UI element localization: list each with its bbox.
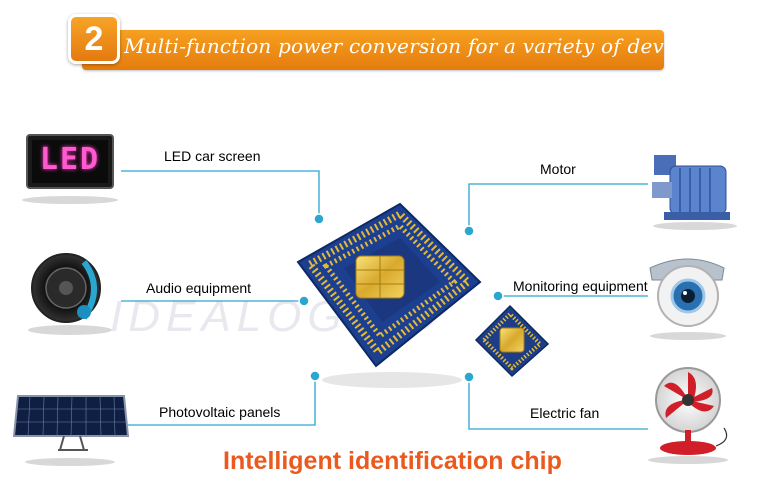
label-motor: Motor <box>540 161 576 177</box>
speaker-image <box>28 253 112 335</box>
led-screen-image <box>22 134 118 204</box>
connector-led <box>121 170 320 219</box>
motor-image <box>652 155 737 230</box>
header-title: Multi-function power conversion for a va… <box>124 34 705 58</box>
connector-motor <box>468 183 648 231</box>
camera-image <box>649 258 726 340</box>
led-display-text: LED <box>39 142 101 177</box>
fan-image <box>648 367 728 464</box>
label-audio-equipment: Audio equipment <box>146 280 252 296</box>
header-banner <box>82 30 664 70</box>
solar-panel-image <box>12 395 130 466</box>
label-monitoring-equipment: Monitoring equipment <box>513 278 648 294</box>
large-chip-image <box>296 202 482 388</box>
connector-fan <box>468 377 648 430</box>
connector-lines <box>121 170 648 430</box>
connector-solar <box>121 376 316 426</box>
step-number-badge: 2 <box>68 14 120 64</box>
label-led-car-screen: LED car screen <box>164 148 261 164</box>
label-photovoltaic-panels: Photovoltaic panels <box>159 404 281 420</box>
connector-dots <box>298 213 504 383</box>
chip-title: Intelligent identification chip <box>223 447 562 475</box>
label-electric-fan: Electric fan <box>530 405 600 421</box>
small-chip-image <box>474 304 550 378</box>
